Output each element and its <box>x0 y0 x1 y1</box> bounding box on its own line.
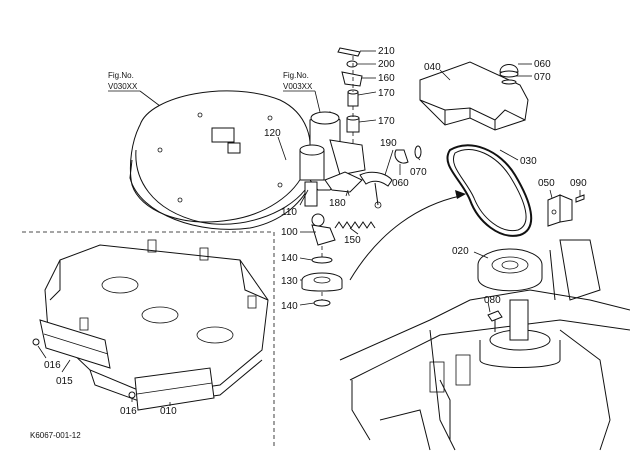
part-label-140: 140 <box>281 301 298 312</box>
part-label-040: 040 <box>424 62 441 73</box>
part-label-170: 170 <box>378 116 395 127</box>
drawing-code: K6067-001-12 <box>30 431 81 440</box>
part-label-030: 030 <box>520 156 537 167</box>
part-label-016: 016 <box>44 360 61 371</box>
fig-ref-line2: V030XX <box>108 82 138 91</box>
fig-ref-line1: Fig.No. <box>108 71 134 80</box>
leader-lines <box>37 50 581 406</box>
part-label-015: 015 <box>56 376 73 387</box>
part-label-060: 060 <box>534 59 551 70</box>
lower-deck-detail <box>22 231 275 448</box>
gearbox-frame <box>339 239 630 451</box>
part-label-110: 110 <box>281 207 297 218</box>
fig-ref-line2: V003XX <box>283 82 313 91</box>
cover-knob-lower <box>394 145 422 164</box>
part-label-160: 160 <box>378 73 395 84</box>
part-label-020: 020 <box>452 246 469 257</box>
part-label-070: 070 <box>534 72 551 83</box>
part-label-200: 200 <box>378 59 395 70</box>
cover-knob <box>499 64 519 85</box>
fig-ref-line1: Fig.No. <box>283 71 309 80</box>
part-label-170: 170 <box>378 88 395 99</box>
mower-deck-top-plate <box>129 90 311 230</box>
part-label-140: 140 <box>281 253 298 264</box>
spindle-assembly <box>299 111 366 246</box>
part-labels: 210 200 160 170 170 190 120 110 180 100 … <box>44 46 587 417</box>
part-label-090: 090 <box>570 178 587 189</box>
part-label-150: 150 <box>344 235 361 246</box>
part-label-120: 120 <box>264 128 281 139</box>
v-belt <box>446 144 533 237</box>
drive-pulley <box>477 248 543 292</box>
assembly-arrow <box>349 190 466 281</box>
part-label-010: 010 <box>160 406 177 417</box>
stacked-bolt-parts <box>337 47 363 145</box>
part-label-100: 100 <box>281 227 298 238</box>
part-label-080: 080 <box>484 295 501 306</box>
part-label-060: 060 <box>392 178 409 189</box>
fig-ref-v003xx: Fig.No. V003XX <box>283 71 321 113</box>
part-label-050: 050 <box>538 178 555 189</box>
tension-spring-and-arm <box>324 171 393 229</box>
part-label-180: 180 <box>329 198 346 209</box>
part-label-016: 016 <box>120 406 137 417</box>
bolt-080 <box>487 310 503 332</box>
part-label-070: 070 <box>410 167 427 178</box>
part-label-130: 130 <box>281 276 298 287</box>
part-label-190: 190 <box>380 138 397 149</box>
part-label-210: 210 <box>378 46 395 57</box>
bracket-050 <box>547 194 585 227</box>
idler-pulley <box>301 246 343 307</box>
